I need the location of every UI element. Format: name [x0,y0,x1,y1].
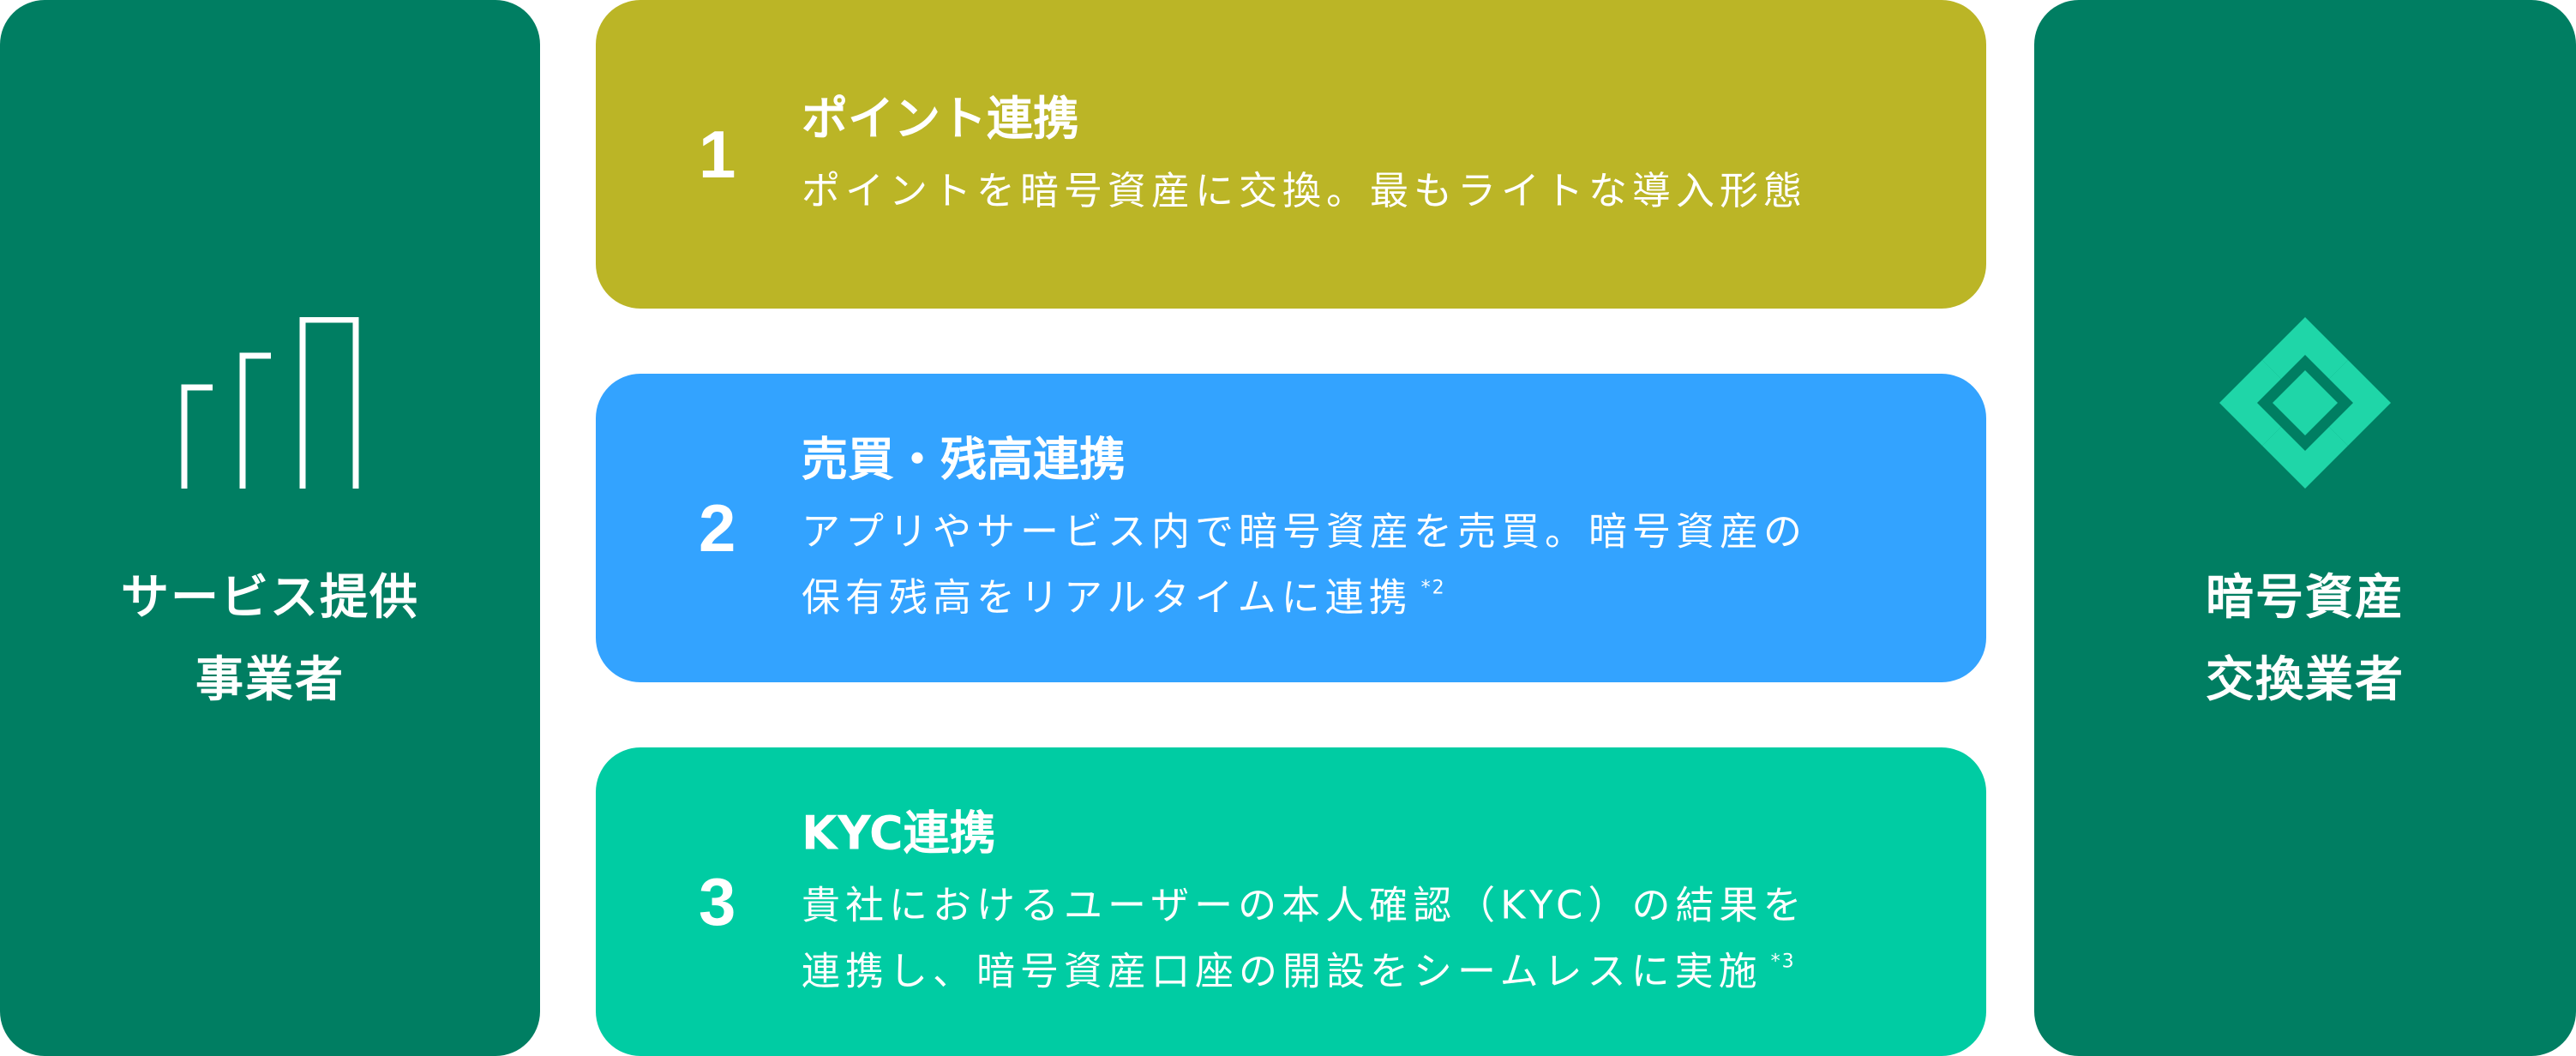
service-provider-title: サービス提供 事業者 [0,557,540,722]
card-title: KYC連携 [802,806,996,861]
card-description: アプリやサービス内で暗号資産を売買。暗号資産の 保有残高をリアルタイムに連携*2 [802,504,1900,627]
card-description: 貴社におけるユーザーの本人確認（KYC）の結果を 連携し、暗号資産口座の開設をシ… [802,878,1900,1000]
card-description-text: アプリやサービス内で暗号資産を売買。暗号資産の 保有残高をリアルタイムに連携 [802,508,1808,621]
card-description-text: ポイントを暗号資産に交換。最もライトな導入形態 [802,168,1808,213]
integration-card-point: 1 ポイント連携 ポイントを暗号資産に交換。最もライトな導入形態 [596,0,1986,309]
card-body: KYC連携 貴社におけるユーザーの本人確認（KYC）の結果を 連携し、暗号資産口… [802,804,1900,1000]
card-title: 売買・残高連携 [802,432,1126,487]
crypto-exchange-title-line-1: 暗号資産 [2206,570,2405,626]
crypto-exchange-title: 暗号資産 交換業者 [2034,557,2576,722]
card-title: ポイント連携 [802,92,1079,146]
card-body: ポイント連携 ポイントを暗号資産に交換。最もライトな導入形態 [802,89,1900,219]
footnote-marker: *2 [1420,577,1446,599]
integration-card-kyc: 3 KYC連携 貴社におけるユーザーの本人確認（KYC）の結果を 連携し、暗号資… [596,747,1986,1056]
diamond-logo-icon [2219,317,2391,492]
service-provider-title-line-1: サービス提供 [121,570,419,626]
card-body: 売買・残高連携 アプリやサービス内で暗号資産を売買。暗号資産の 保有残高をリアル… [802,430,1900,627]
card-description: ポイントを暗号資産に交換。最もライトな導入形態 [802,163,1900,219]
card-number: 3 [699,864,736,939]
card-description-text: 貴社におけるユーザーの本人確認（KYC）の結果を 連携し、暗号資産口座の開設をシ… [802,882,1807,994]
card-number: 2 [699,490,736,566]
service-provider-panel: サービス提供 事業者 [0,0,540,1056]
crypto-exchange-title-line-2: 交換業者 [2206,652,2405,708]
service-provider-title-line-2: 事業者 [195,652,345,708]
integration-card-trading-balance: 2 売買・残高連携 アプリやサービス内で暗号資産を売買。暗号資産の 保有残高をリ… [596,374,1986,682]
footnote-marker: *3 [1770,951,1796,973]
card-number: 1 [699,117,736,192]
crypto-exchange-panel: 暗号資産 交換業者 [2034,0,2576,1056]
bar-chart-icon [180,316,360,492]
